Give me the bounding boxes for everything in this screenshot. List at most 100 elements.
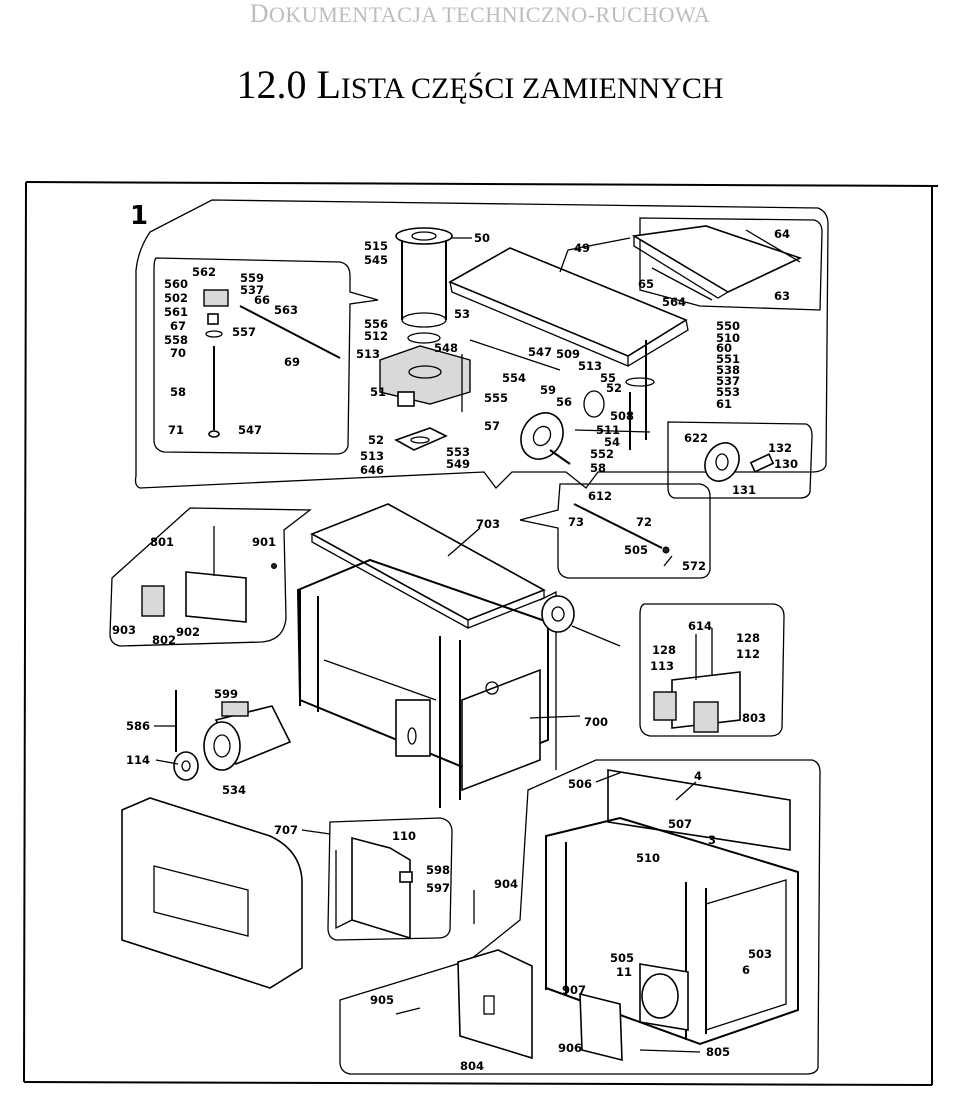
label-49: 49 <box>574 241 590 255</box>
label-502: 502 <box>164 291 188 305</box>
label-586: 586 <box>126 719 150 733</box>
label-57: 57 <box>484 419 500 433</box>
part-labels: 50 515 545 49 64 65 564 63 562 559 560 5… <box>112 227 798 1073</box>
label-906: 906 <box>558 1041 582 1055</box>
label-538: 538 <box>716 363 740 377</box>
label-558: 558 <box>164 333 188 347</box>
label-903: 903 <box>112 623 136 637</box>
head-assembly-callout <box>134 199 829 489</box>
label-506: 506 <box>568 777 592 791</box>
label-11: 11 <box>616 965 632 979</box>
label-700: 700 <box>584 715 608 729</box>
label-503: 503 <box>748 947 772 961</box>
label-802: 802 <box>152 633 176 647</box>
rod-callout <box>519 483 711 579</box>
label-113: 113 <box>650 659 674 673</box>
label-561: 561 <box>164 305 188 319</box>
label-130: 130 <box>774 457 798 471</box>
rod-assembly <box>573 503 673 567</box>
table-extension-callout <box>639 217 823 311</box>
label-553a: 553 <box>716 385 740 399</box>
label-513b: 513 <box>578 359 602 373</box>
label-110: 110 <box>392 829 416 843</box>
label-64: 64 <box>774 227 790 241</box>
label-552: 552 <box>590 447 614 461</box>
label-548: 548 <box>434 341 458 355</box>
label-555: 555 <box>484 391 508 405</box>
machine-frame <box>296 558 621 808</box>
side-cover <box>121 797 303 989</box>
label-50: 50 <box>474 231 490 245</box>
label-805: 805 <box>706 1045 730 1059</box>
label-559: 559 <box>240 271 264 285</box>
label-128a: 128 <box>652 643 676 657</box>
label-547b: 547 <box>528 345 552 359</box>
handwheel <box>520 412 775 482</box>
label-537b: 537 <box>716 374 740 388</box>
label-67: 67 <box>170 319 186 333</box>
label-597: 597 <box>426 881 450 895</box>
label-65: 65 <box>638 277 654 291</box>
label-902: 902 <box>176 625 200 639</box>
label-507: 507 <box>668 817 692 831</box>
label-132: 132 <box>768 441 792 455</box>
label-112: 112 <box>736 647 760 661</box>
mounting-plate <box>395 890 533 1060</box>
label-4: 4 <box>694 769 702 783</box>
label-707: 707 <box>274 823 298 837</box>
right-switch-callout <box>639 603 785 737</box>
figure-frame <box>23 181 939 1086</box>
label-612: 612 <box>588 489 612 503</box>
label-55: 55 <box>600 371 616 385</box>
label-6: 6 <box>742 963 750 977</box>
label-534: 534 <box>222 783 246 797</box>
label-54: 54 <box>604 435 620 449</box>
label-513a: 513 <box>356 347 380 361</box>
cover-plate-callout <box>327 817 453 941</box>
motor <box>173 690 292 781</box>
label-549: 549 <box>446 457 470 471</box>
left-bracket-callout <box>109 507 312 647</box>
label-53: 53 <box>454 307 470 321</box>
label-553b: 553 <box>446 445 470 459</box>
label-557: 557 <box>232 325 256 339</box>
label-58b: 58 <box>590 461 606 475</box>
label-131: 131 <box>732 483 756 497</box>
label-598: 598 <box>426 863 450 877</box>
label-63: 63 <box>774 289 790 303</box>
label-515: 515 <box>364 239 388 253</box>
label-907: 907 <box>562 983 586 997</box>
spindle-callout <box>153 257 379 455</box>
label-901: 901 <box>252 535 276 549</box>
label-3: 3 <box>708 833 716 847</box>
figure-number: 1 <box>130 201 148 231</box>
label-114: 114 <box>126 753 150 767</box>
label-128b: 128 <box>736 631 760 645</box>
label-59: 59 <box>540 383 556 397</box>
label-562: 562 <box>192 265 216 279</box>
label-505a: 505 <box>624 543 648 557</box>
label-56: 56 <box>556 395 572 409</box>
label-599: 599 <box>214 687 238 701</box>
label-58a: 58 <box>170 385 186 399</box>
left-bracket <box>141 526 277 623</box>
switch-bracket <box>653 628 741 733</box>
label-547a: 547 <box>238 423 262 437</box>
label-510a: 510 <box>716 331 740 345</box>
label-509: 509 <box>556 347 580 361</box>
label-563: 563 <box>274 303 298 317</box>
cover-plate <box>335 836 413 940</box>
label-537a: 537 <box>240 283 264 297</box>
label-551: 551 <box>716 352 740 366</box>
label-804: 804 <box>460 1059 484 1073</box>
label-622: 622 <box>684 431 708 445</box>
label-60: 60 <box>716 341 732 355</box>
table-extension <box>631 225 803 301</box>
label-554: 554 <box>502 371 526 385</box>
label-52b: 52 <box>368 433 384 447</box>
label-61: 61 <box>716 397 732 411</box>
spindle-parts <box>203 289 655 450</box>
label-564: 564 <box>662 295 686 309</box>
label-803: 803 <box>742 711 766 725</box>
